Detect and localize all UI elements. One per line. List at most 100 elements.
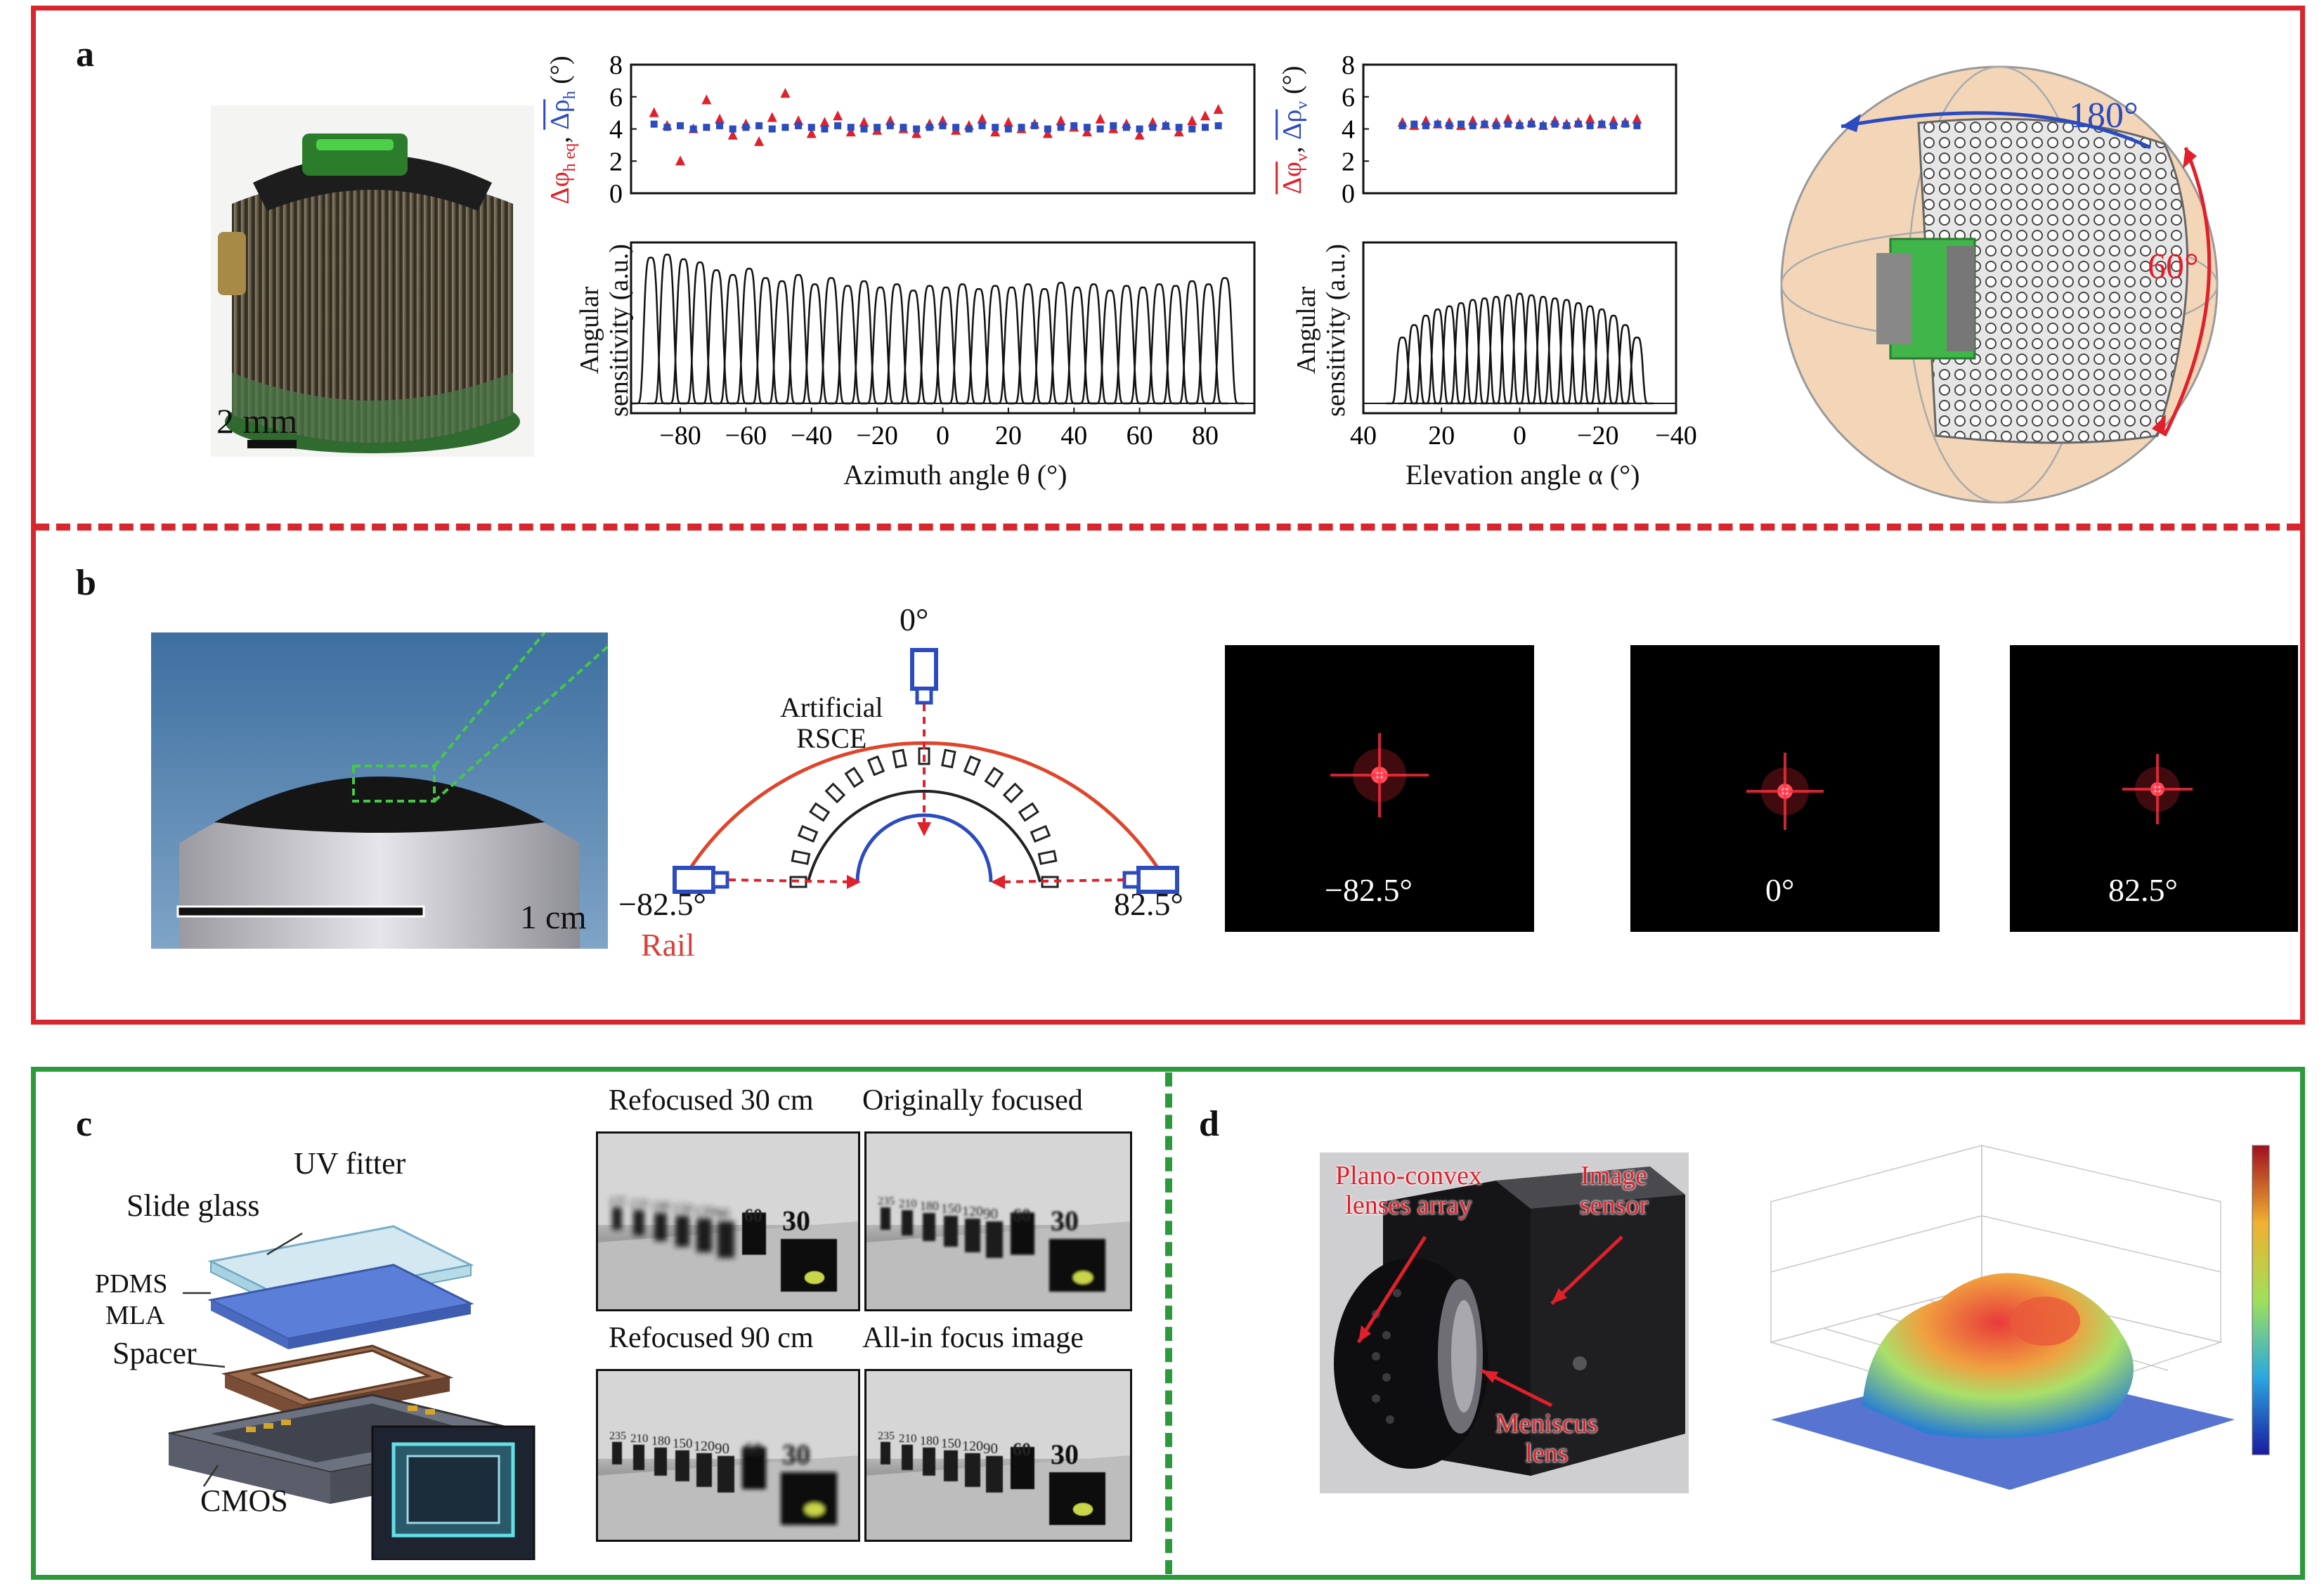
scatter-point-square [900, 124, 907, 131]
scatter-point-triangle [1134, 129, 1145, 140]
scatter-point-square [703, 124, 710, 131]
scatter-point-square [965, 125, 973, 133]
sensitivity-curve [1585, 308, 1618, 405]
scatter-point-triangle [1632, 113, 1642, 124]
scene-mark-label: 210 [630, 1197, 649, 1210]
sensitivity-curve [1444, 302, 1478, 405]
scatter-point-square [1446, 122, 1453, 129]
y-tick-label: 0 [1342, 179, 1355, 209]
sensitivity-curve [828, 285, 868, 405]
sensitivity-curve [762, 280, 802, 405]
sensitivity-curve [1526, 296, 1560, 405]
scatter-point-square [1586, 122, 1594, 129]
rsce-facet [791, 850, 811, 865]
y-tick-label: 6 [609, 83, 623, 112]
scene-mark-label: 30 [1051, 1439, 1079, 1470]
scene-post [881, 1207, 890, 1230]
scatter-point-square [1598, 120, 1606, 128]
panel-letter-b: b [76, 563, 96, 603]
sensitivity-curve [1491, 294, 1525, 405]
sensitivity-curve [1597, 314, 1630, 405]
scene-post [696, 1219, 712, 1252]
scene-post [923, 1447, 935, 1476]
label-pdms: PDMS [95, 1269, 168, 1299]
sensitivity-curve [1621, 337, 1654, 405]
x-tick-label: 20 [995, 421, 1022, 450]
scatter-point-triangle [1213, 104, 1223, 115]
scene-mark-label: 30 [782, 1439, 810, 1470]
scatter-point-square [1504, 120, 1512, 128]
scatter-point-square [1434, 120, 1441, 128]
scatter-point-triangle [767, 112, 777, 122]
rsce-facet [941, 748, 956, 769]
rsce-facet [963, 755, 982, 777]
spot-label-center: 0° [1765, 872, 1795, 908]
scene-post [1011, 1212, 1034, 1255]
sensitivity-curve [1025, 287, 1065, 405]
rsce-facet [1018, 802, 1039, 822]
scatter-point-triangle [806, 128, 817, 138]
scatter-point-triangle [977, 113, 987, 124]
scatter-point-square [1610, 122, 1617, 129]
scene-post [612, 1207, 622, 1230]
scatter-point-square [913, 125, 921, 133]
label-slide-glass: Slide glass [126, 1188, 260, 1223]
scatter-point-square [1633, 122, 1641, 129]
xlabel-elevation: Elevation angle α (°) [1406, 459, 1640, 491]
scene-mark-label: 150 [941, 1202, 961, 1216]
scatter-point-triangle [701, 94, 712, 105]
sensitivity-curve [1433, 305, 1466, 405]
scene-post [902, 1210, 913, 1235]
rsce-facet [797, 824, 819, 843]
sensitivity-curve [975, 285, 1015, 405]
panel-cd-frame [31, 1067, 2305, 1580]
title-refocused-30: Refocused 30 cm [609, 1084, 814, 1117]
scatter-point-triangle [1042, 128, 1053, 138]
scatter-point-square [1481, 120, 1488, 128]
x-tick-label: 60 [1127, 421, 1153, 450]
artificial-eye-photo [151, 631, 609, 949]
x-tick-label: 20 [1428, 421, 1455, 450]
scene-block [1049, 1472, 1105, 1525]
y-tick-label: 6 [1342, 83, 1355, 112]
scene-post [923, 1213, 935, 1241]
sensitivity-curve [1468, 297, 1501, 405]
scene-mark-label: 120 [694, 1439, 715, 1454]
sensitivity-curve [1139, 283, 1179, 405]
rsce-facet [1002, 782, 1024, 804]
scatter-point-square [1031, 122, 1039, 129]
sensitivity-curve [926, 286, 966, 405]
sensitivity-curve [1514, 294, 1548, 405]
scatter-point-square [795, 122, 803, 129]
x-tick-label: 80 [1192, 421, 1219, 450]
scatter-point-square [1574, 120, 1582, 128]
scene-mark-label: 120 [962, 1204, 983, 1219]
sensitivity-curve [729, 267, 770, 405]
scene-post [944, 1216, 958, 1247]
scatter-point-triangle [1095, 113, 1105, 124]
scatter-point-square [1188, 125, 1196, 133]
scatter-point-triangle [649, 107, 659, 117]
scene-post [1011, 1447, 1034, 1489]
x-tick-label: 0 [936, 421, 949, 450]
x-tick-label: −40 [1655, 421, 1696, 450]
scatter-point-square [952, 124, 960, 131]
scatter-point-square [1136, 125, 1143, 133]
scatter-point-square [1469, 122, 1476, 129]
scatter-point-square [1493, 122, 1500, 129]
xlabel-azimuth: Azimuth angle θ (°) [843, 459, 1067, 491]
camera-prototype-photo [1320, 1153, 1689, 1493]
scatter-point-square [689, 125, 697, 133]
sensitivity-curve [1538, 297, 1571, 405]
scene-mark-label: 30 [782, 1205, 810, 1237]
scatter-point-square [821, 125, 829, 133]
scene-post [965, 1453, 980, 1487]
scatter-point-square [663, 124, 671, 131]
scale-bar-label-a: 2 mm [216, 401, 298, 441]
rsce-facet [1037, 850, 1058, 865]
scene-block [1049, 1239, 1105, 1292]
